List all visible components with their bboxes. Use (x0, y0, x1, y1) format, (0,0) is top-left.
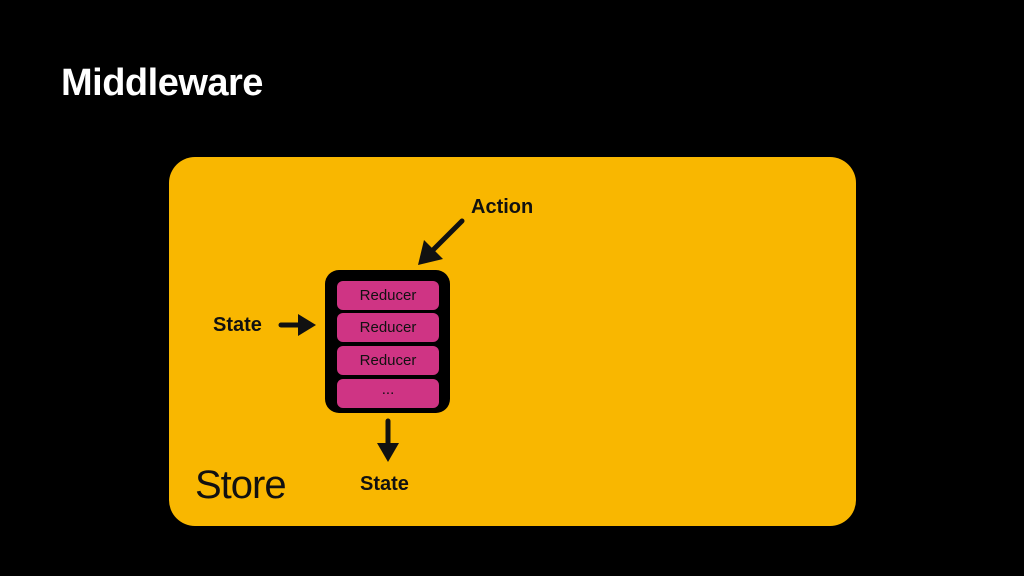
reducer-item: Reducer (337, 346, 439, 375)
reducer-stack: Reducer Reducer Reducer ... (325, 270, 450, 413)
state-input-label: State (213, 314, 262, 336)
action-arrow (418, 218, 465, 265)
slide-title: Middleware (61, 62, 263, 104)
reducer-item: Reducer (337, 313, 439, 342)
action-label: Action (471, 196, 534, 218)
reducer-item: Reducer (337, 281, 439, 310)
state-output-arrow (377, 418, 399, 462)
store-label: Store (195, 463, 287, 507)
state-input-arrow (278, 314, 316, 336)
reducer-ellipsis-item: ... (337, 379, 439, 408)
store-container (169, 157, 856, 526)
state-output-label: State (360, 473, 409, 495)
